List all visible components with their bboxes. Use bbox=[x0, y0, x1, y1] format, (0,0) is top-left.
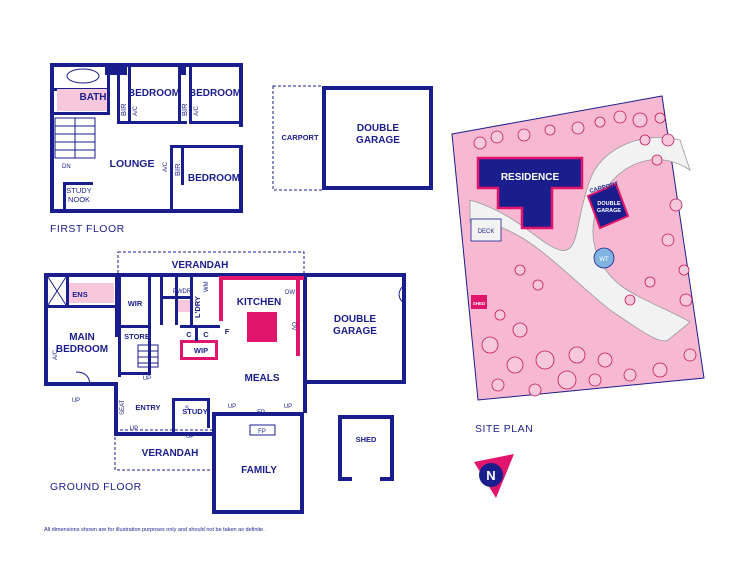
ground-floor-plan: VERANDAH VERANDAH ENS WIR MAIN BEDROOM S… bbox=[44, 251, 407, 514]
room-label-bir-1: BIR bbox=[119, 103, 128, 116]
ground-garage-label-line2: GARAGE bbox=[333, 326, 377, 337]
first-floor-plan: BATH BEDROOM BEDROOM BEDROOM LOUNGE STUD… bbox=[50, 63, 243, 213]
north-label: N bbox=[486, 468, 495, 483]
top-garage-label-line2: GARAGE bbox=[356, 135, 400, 146]
appliance-label-ov: OV bbox=[290, 322, 296, 331]
room-label-bir-3: BIR bbox=[173, 163, 182, 176]
room-label-bedroom-3: BEDROOM bbox=[188, 173, 240, 184]
site-deck-label: DECK bbox=[478, 229, 495, 235]
ac-label-ground: A/C bbox=[53, 349, 59, 360]
room-label-wip: WIP bbox=[194, 346, 208, 355]
carport-label: CARPORT bbox=[281, 133, 319, 142]
shed-plan: SHED bbox=[338, 415, 394, 481]
disclaimer-text: All dimensions shown are for illustratio… bbox=[44, 527, 265, 533]
site-residence-label: RESIDENCE bbox=[501, 172, 560, 183]
first-floor-caption: FIRST FLOOR bbox=[50, 223, 125, 235]
room-label-bedroom-1: BEDROOM bbox=[128, 88, 180, 99]
appliance-label-wm: WM bbox=[204, 281, 210, 292]
room-label-verandah-bottom: VERANDAH bbox=[142, 448, 199, 459]
site-garage-label-line2: GARAGE bbox=[597, 208, 621, 214]
first-floor-stairs bbox=[54, 117, 96, 159]
room-label-ens: ENS bbox=[72, 290, 87, 299]
top-garage: CARPORT DOUBLE GARAGE bbox=[272, 85, 433, 191]
room-label-ldry: L'DRY bbox=[193, 296, 202, 318]
fireplace-label-1: FP bbox=[257, 410, 265, 416]
room-label-study-nook-line1: STUDY bbox=[66, 186, 91, 195]
room-label-verandah-top: VERANDAH bbox=[172, 260, 229, 271]
room-label-store: STORE bbox=[124, 332, 150, 341]
seat-label: SEAT bbox=[120, 399, 126, 415]
shelf-label-s: S bbox=[185, 406, 189, 412]
top-garage-label-line1: DOUBLE bbox=[357, 123, 400, 134]
north-arrow-icon: N bbox=[474, 454, 514, 498]
shed-label: SHED bbox=[356, 435, 377, 444]
room-label-study: STUDY bbox=[182, 407, 207, 416]
room-label-study-nook-line2: NOOK bbox=[68, 195, 90, 204]
room-label-bir-2: BIR bbox=[180, 103, 189, 116]
ac-label-3: A/C bbox=[163, 161, 169, 172]
cupboard-label-2: C bbox=[203, 330, 209, 339]
fireplace-label-2: FP bbox=[258, 429, 266, 435]
ground-floor-stairs bbox=[137, 344, 159, 368]
site-shed-label: SHED bbox=[473, 301, 486, 306]
room-label-lounge: LOUNGE bbox=[110, 158, 155, 170]
door-label-up-2: UP bbox=[130, 426, 138, 432]
ac-label-1: A/C bbox=[133, 105, 139, 116]
door-label-up-5: UP bbox=[284, 404, 292, 410]
cupboard-label-1: C bbox=[186, 330, 192, 339]
room-label-entry: ENTRY bbox=[135, 403, 160, 412]
stair-label-dn: DN bbox=[62, 164, 71, 170]
room-label-meals: MEALS bbox=[245, 373, 280, 384]
room-label-main-bedroom-line1: MAIN bbox=[69, 332, 95, 343]
door-label-up-4: UP bbox=[228, 404, 236, 410]
site-plan: RESIDENCE CARPORT DOUBLE GARAGE DECK WT … bbox=[451, 95, 705, 401]
room-label-family: FAMILY bbox=[241, 465, 277, 476]
site-trees bbox=[473, 110, 697, 397]
appliance-label-dw: DW bbox=[285, 290, 295, 296]
door-label-up-3: UP bbox=[186, 434, 194, 440]
site-water-tank-label: WT bbox=[599, 257, 609, 263]
stair-label-up: UP bbox=[143, 376, 151, 382]
room-label-pwdr: PWDR bbox=[173, 289, 192, 295]
ac-label-2: A/C bbox=[194, 105, 200, 116]
room-label-main-bedroom-line2: BEDROOM bbox=[56, 344, 108, 355]
room-label-kitchen: KITCHEN bbox=[237, 297, 281, 308]
room-label-wir: WIR bbox=[128, 299, 143, 308]
ground-garage-label-line1: DOUBLE bbox=[334, 314, 377, 325]
room-label-bath: BATH bbox=[79, 92, 106, 103]
site-plan-caption: SITE PLAN bbox=[475, 423, 533, 435]
ground-floor-caption: GROUND FLOOR bbox=[50, 481, 142, 493]
site-garage-label-line1: DOUBLE bbox=[597, 201, 621, 207]
fridge-label: F bbox=[225, 327, 230, 336]
door-label-up-1: UP bbox=[72, 398, 80, 404]
room-label-bedroom-2: BEDROOM bbox=[189, 88, 241, 99]
